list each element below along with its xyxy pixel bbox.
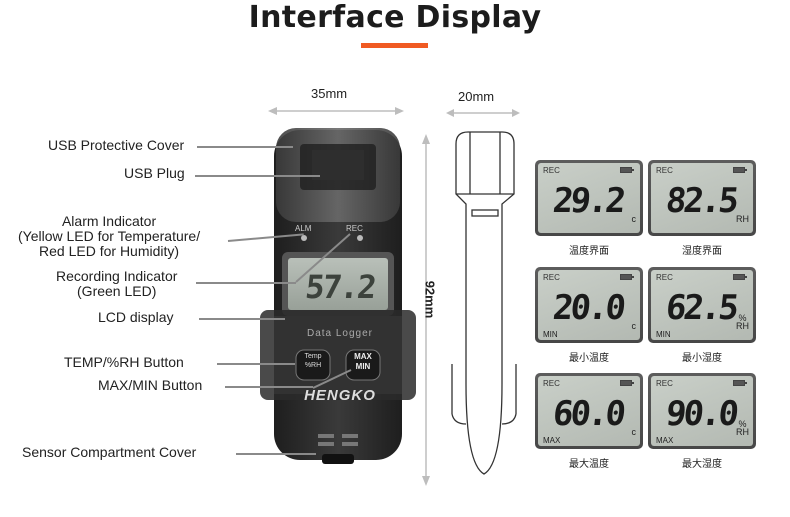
- lcd-unit: c: [631, 427, 637, 437]
- model-label: Data Logger: [306, 328, 374, 339]
- callout-lcd-display: LCD display: [98, 309, 174, 325]
- lcd-value: 82.5: [663, 181, 739, 221]
- callout-usb-plug: USB Plug: [124, 165, 185, 181]
- leader-line: [197, 146, 293, 148]
- callout-max-min-button: MAX/MIN Button: [98, 377, 203, 393]
- callout-temp-rh-button: TEMP/%RH Button: [64, 354, 184, 370]
- lcd-rec-label: REC: [656, 273, 673, 282]
- lcd-panel-caption: 温度界面: [569, 246, 609, 257]
- lcd-unit: RH: [736, 214, 749, 224]
- battery-icon: [733, 380, 747, 386]
- leader-line: [225, 386, 313, 388]
- callout-alarm-indicator: Alarm Indicator (Yellow LED for Temperat…: [18, 213, 201, 259]
- lcd-unit: % RH: [736, 313, 749, 331]
- leader-line: [196, 282, 296, 284]
- lcd-min-max-tag: MAX: [543, 436, 561, 445]
- lcd-panel: REC 90.0% RH MAX: [648, 373, 756, 449]
- lcd-screen: REC 90.0% RH MAX: [651, 376, 753, 446]
- callout-recording-indicator: Recording Indicator (Green LED): [56, 268, 178, 299]
- max-min-button[interactable]: MAX MIN: [354, 352, 372, 371]
- lcd-rec-label: REC: [543, 273, 560, 282]
- lcd-panel-caption: 最大温度: [569, 459, 609, 470]
- battery-icon: [620, 167, 634, 173]
- alm-label: ALM: [295, 224, 312, 233]
- lcd-value: 20.0: [550, 288, 626, 328]
- lcd-screen: REC 29.2 c: [538, 163, 640, 233]
- rec-label: REC: [346, 224, 363, 233]
- width-dimension-arrow: [268, 107, 404, 115]
- lcd-panel-caption: 最小湿度: [682, 353, 722, 364]
- battery-icon: [620, 380, 634, 386]
- width-label: 35mm: [311, 86, 348, 101]
- lcd-unit: % RH: [736, 419, 749, 437]
- device-side-view: [451, 131, 517, 475]
- lcd-rec-label: REC: [543, 379, 560, 388]
- callout-usb-protective-cover: USB Protective Cover: [48, 137, 185, 153]
- lcd-value: 90.0: [663, 394, 739, 434]
- leader-line: [236, 453, 316, 455]
- leader-line: [312, 369, 352, 389]
- page-title: Interface Display: [248, 0, 542, 35]
- leader-line: [217, 363, 295, 365]
- lcd-min-max-tag: MIN: [543, 330, 558, 339]
- title-underline: [361, 43, 428, 48]
- height-dimension-arrow: [422, 134, 430, 486]
- lcd-value: 60.0: [550, 394, 626, 434]
- battery-icon: [733, 274, 747, 280]
- callout-sensor-compartment-cover: Sensor Compartment Cover: [22, 444, 197, 460]
- lcd-unit: c: [631, 321, 637, 331]
- battery-icon: [620, 274, 634, 280]
- lcd-panel: REC 29.2 c: [535, 160, 643, 236]
- lcd-min-max-tag: MIN: [656, 330, 671, 339]
- lcd-min-max-tag: MAX: [656, 436, 674, 445]
- data-logger-device: [260, 128, 416, 464]
- height-label: 92mm: [422, 280, 438, 319]
- lcd-value: 62.5: [663, 288, 739, 328]
- lcd-rec-label: REC: [543, 166, 560, 175]
- lcd-value: 29.2: [550, 181, 626, 221]
- lcd-rec-label: REC: [656, 379, 673, 388]
- battery-icon: [733, 167, 747, 173]
- temp-rh-button[interactable]: Temp %RH: [304, 353, 322, 369]
- leader-line: [195, 175, 320, 177]
- depth-dimension-arrow: [446, 109, 520, 117]
- lcd-panel: REC 62.5% RH MIN: [648, 267, 756, 343]
- depth-label: 20mm: [458, 89, 495, 104]
- lcd-panel-caption: 最大湿度: [682, 459, 722, 470]
- leader-line: [295, 233, 351, 283]
- lcd-rec-label: REC: [656, 166, 673, 175]
- lcd-unit: c: [631, 214, 637, 224]
- leader-line: [199, 318, 285, 320]
- lcd-panel-caption: 最小温度: [569, 353, 609, 364]
- brand-logo: HENGKO: [304, 387, 376, 404]
- lcd-screen: REC 62.5% RH MIN: [651, 270, 753, 340]
- lcd-panel-caption: 湿度界面: [682, 246, 722, 257]
